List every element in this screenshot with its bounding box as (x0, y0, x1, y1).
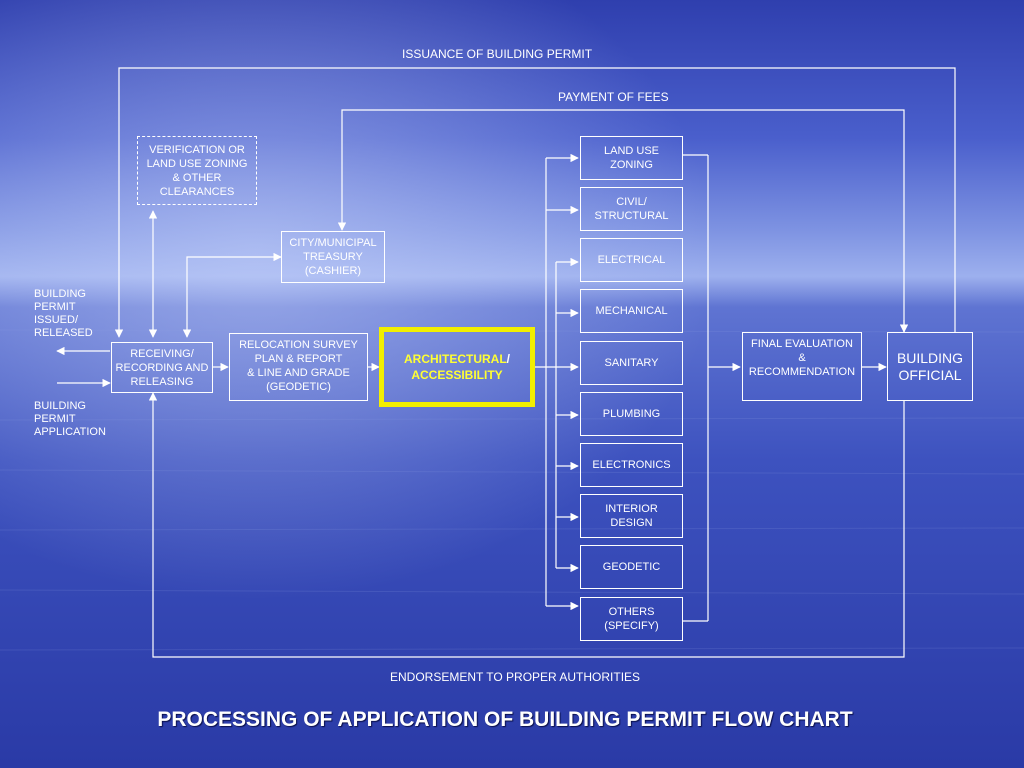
architectural-accessibility-box: ARCHITECTURAL/ ACCESSIBILITY (379, 327, 535, 407)
payment-label: PAYMENT OF FEES (558, 90, 669, 104)
building-official-box: BUILDING OFFICIAL (887, 332, 973, 401)
relocation-box: RELOCATION SURVEY PLAN & REPORT & LINE A… (229, 333, 368, 401)
accessibility-text: ACCESSIBILITY (411, 368, 503, 382)
review-interior-design: INTERIOR DESIGN (580, 494, 683, 538)
page-title: PROCESSING OF APPLICATION OF BUILDING PE… (157, 708, 853, 731)
review-electronics: ELECTRONICS (580, 443, 683, 487)
payment-line (337, 109, 905, 332)
review-others-specify: OTHERS (SPECIFY) (580, 597, 683, 641)
final-evaluation-box: FINAL EVALUATION & RECOMMENDATION (742, 332, 862, 401)
review-sanitary: SANITARY (580, 341, 683, 385)
permit-issued-label: BUILDING PERMIT ISSUED/ RELEASED (34, 288, 93, 339)
receiving-box: RECEIVING/ RECORDING AND RELEASING (111, 342, 213, 393)
verification-box: VERIFICATION OR LAND USE ZONING & OTHER … (137, 136, 257, 205)
treasury-box: CITY/MUNICIPAL TREASURY (CASHIER) (281, 231, 385, 283)
architectural-text: ARCHITECTURAL (404, 352, 507, 366)
issuance-line (114, 67, 956, 338)
endorsement-line (148, 392, 905, 658)
review-plumbing: PLUMBING (580, 392, 683, 436)
treasury-link (182, 252, 282, 338)
review-geodetic: GEODETIC (580, 545, 683, 589)
architectural-slash: / (506, 352, 510, 366)
permit-application-label: BUILDING PERMIT APPLICATION (34, 400, 106, 438)
review-civil-structural: CIVIL/ STRUCTURAL (580, 187, 683, 231)
review-mechanical: MECHANICAL (580, 289, 683, 333)
review-electrical: ELECTRICAL (580, 238, 683, 282)
review-land-use-zoning: LAND USE ZONING (580, 136, 683, 180)
issuance-label: ISSUANCE OF BUILDING PERMIT (402, 47, 593, 61)
endorsement-label: ENDORSEMENT TO PROPER AUTHORITIES (390, 670, 641, 684)
